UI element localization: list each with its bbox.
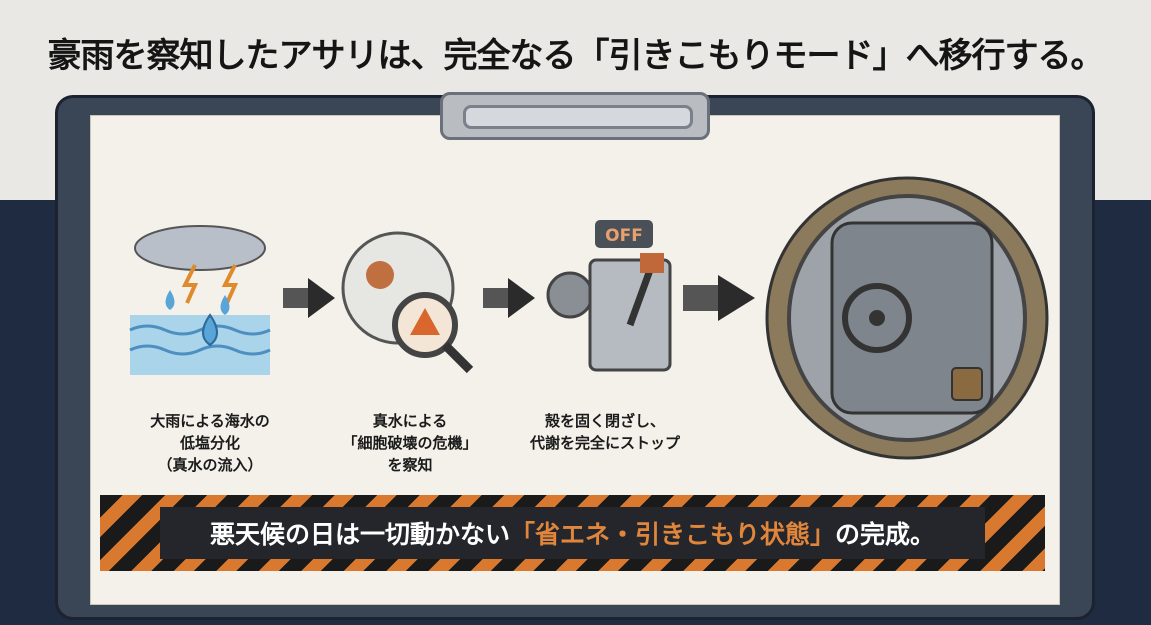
banner-text-before: 悪天候の日は一切動かない [209, 520, 510, 549]
step-3-caption: 殻を固く閉ざし、 代謝を完全にストップ [505, 410, 705, 454]
caption-line: を察知 [387, 456, 433, 474]
step-1-caption: 大雨による海水の 低塩分化 （真水の流入） [110, 410, 310, 476]
caption-line: （真水の流入） [157, 456, 263, 474]
banner-text: 悪天候の日は一切動かない「省エネ・引きこもり状態」の完成。 [160, 507, 985, 559]
rain-sea-icon [129, 225, 271, 375]
off-switch-machine-icon: OFF [546, 220, 672, 372]
cell-magnifier-icon [341, 231, 474, 374]
caption-line: 大雨による海水の [150, 412, 270, 430]
banner-text-highlight: 「省エネ・引きこもり状態」 [509, 520, 835, 549]
arrow-icon [283, 278, 335, 318]
off-label: OFF [605, 226, 643, 246]
hazard-banner: 悪天候の日は一切動かない「省エネ・引きこもり状態」の完成。 [100, 495, 1045, 571]
clam-vault-icon [765, 176, 1049, 460]
clipboard-clip [440, 92, 710, 140]
caption-line: 殻を固く閉ざし、 [544, 412, 665, 430]
caption-line: 「細胞破壊の危機」 [342, 434, 478, 452]
caption-line: 真水による [372, 412, 448, 430]
step-2-caption: 真水による 「細胞破壊の危機」 を察知 [310, 410, 510, 476]
banner-text-after: の完成。 [835, 520, 936, 549]
caption-line: 低塩分化 [179, 434, 240, 452]
page-title: 豪雨を察知したアサリは、完全なる「引きこもりモード」へ移行する。 [47, 36, 1105, 76]
arrow-icon [683, 275, 755, 321]
caption-line: 代謝を完全にストップ [529, 434, 680, 452]
arrow-icon [483, 278, 535, 318]
